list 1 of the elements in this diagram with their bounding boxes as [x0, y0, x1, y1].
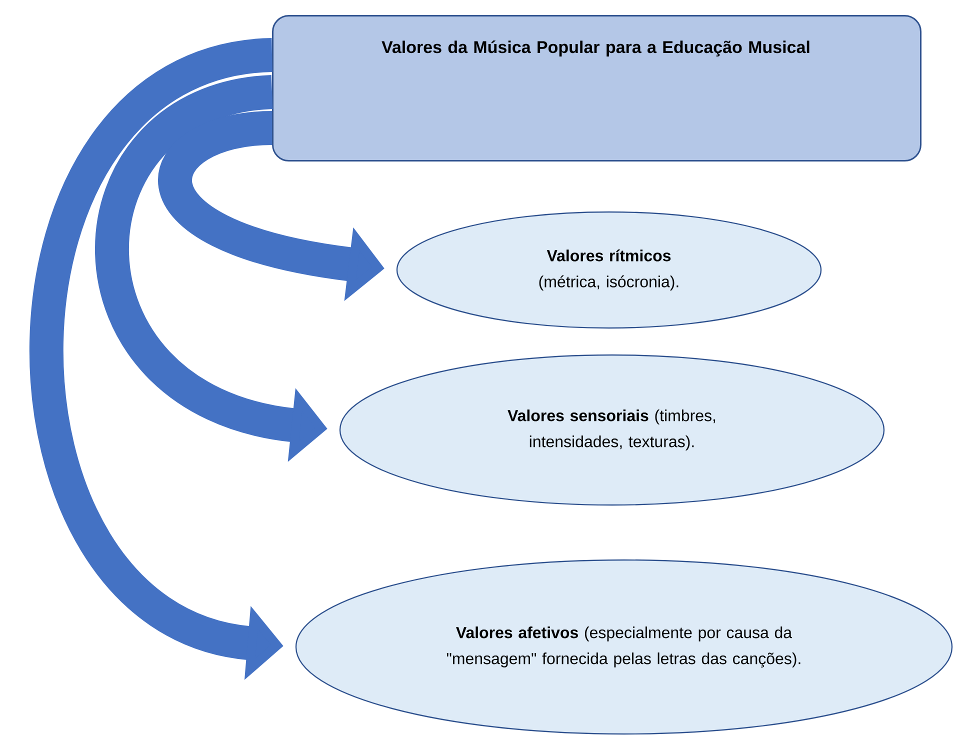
title-box: Valores da Música Popular para a Educação Musical	[272, 15, 922, 162]
